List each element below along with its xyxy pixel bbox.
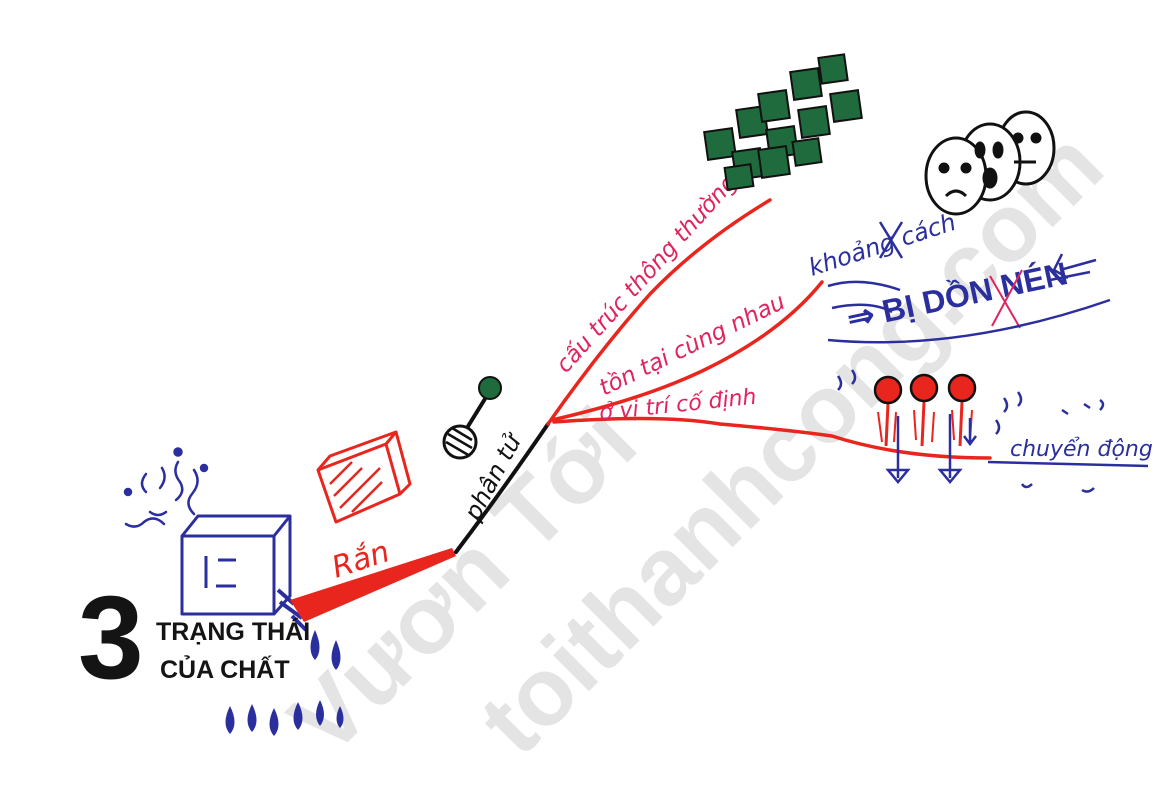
note-movement: chuyển động — [1010, 437, 1153, 462]
checker-pattern-icon — [704, 54, 862, 189]
cube-illustration — [182, 516, 306, 630]
topic-title-line-2: CỦA CHẤT — [160, 654, 290, 684]
solid-block-icon — [318, 432, 410, 522]
movement-underline — [988, 462, 1148, 466]
topic-number: 3 — [78, 572, 144, 704]
molecule-icon — [444, 377, 501, 458]
vapor-icon — [125, 449, 207, 527]
topic-title-line-1: TRẠNG THÁI — [156, 617, 310, 646]
